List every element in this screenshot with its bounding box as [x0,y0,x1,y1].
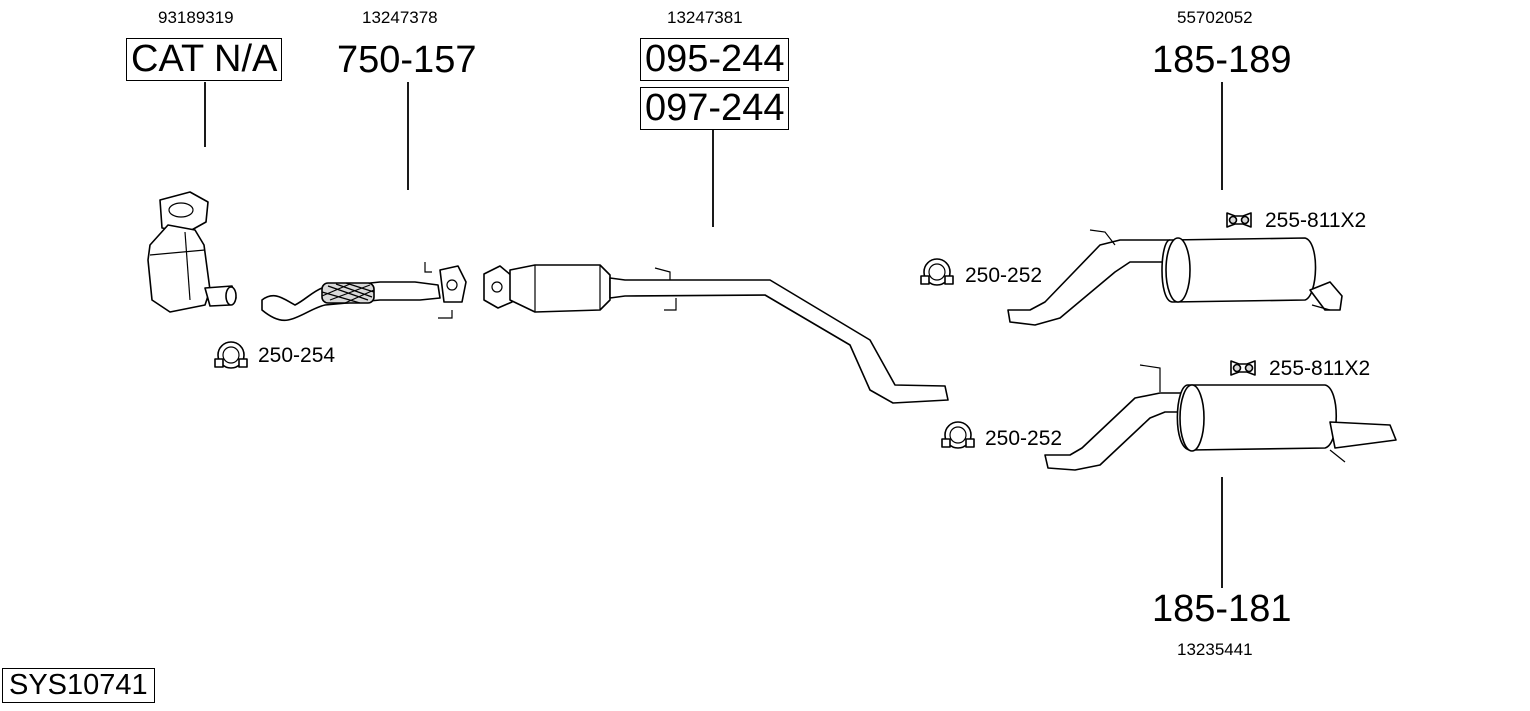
part-number-rear-upper: 185-189 [1152,39,1292,81]
clamp-icon [941,421,975,449]
oe-number-rear-lower: 13235441 [1177,640,1253,659]
clamp-icon [214,341,248,369]
oe-number-catalyst: 93189319 [158,8,234,27]
part-number-middle-2: 097-244 [640,87,790,130]
accessory-rubber-lower: 255-811X2 [1269,357,1371,380]
accessory-clamp-rear-upper: 250-252 [965,264,1043,287]
accessory-clamp-rear-lower: 250-252 [985,427,1063,450]
oe-number-front-pipe: 13247378 [362,8,438,27]
part-number-front-pipe: 750-157 [337,39,477,81]
catalyst-part [147,191,237,313]
front-pipe-part [261,262,467,322]
oe-number-middle: 13247381 [667,8,743,27]
rear-silencer-lower-part [1044,364,1397,471]
rubber-mount-icon [1226,212,1252,228]
part-number-catalyst: CAT N/A [126,38,283,81]
system-id: SYS10741 [2,668,155,703]
oe-number-rear-upper: 55702052 [1177,8,1253,27]
accessory-clamp-front: 250-254 [258,344,336,367]
accessory-rubber-upper: 255-811X2 [1265,209,1367,232]
part-number-rear-lower: 185-181 [1152,588,1292,630]
clamp-icon [920,258,954,286]
rear-silencer-upper-part [1007,229,1343,326]
middle-silencer-part [483,264,949,404]
rubber-mount-icon [1230,360,1256,376]
part-number-middle-1: 095-244 [640,38,790,81]
